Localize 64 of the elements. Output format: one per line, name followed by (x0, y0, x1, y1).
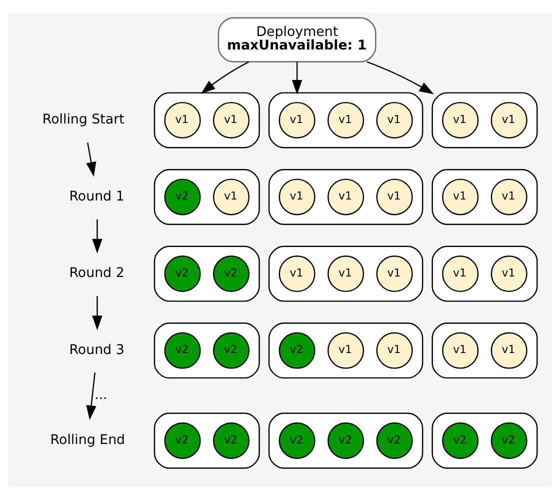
node-circle: v1 (278, 255, 316, 292)
cluster (268, 322, 424, 379)
node-circle: v1 (442, 332, 479, 369)
node-circle: v2 (328, 422, 364, 459)
node-circle: v2 (490, 422, 528, 459)
node-circle: v2 (212, 422, 250, 459)
cluster (268, 168, 424, 226)
cluster (432, 322, 538, 379)
node-circle: v1 (376, 332, 413, 369)
node-circle: v1 (328, 178, 364, 216)
cluster (268, 92, 424, 148)
node-circle: v1 (376, 102, 413, 138)
node-circle: v2 (442, 422, 479, 459)
node-circle: v1 (376, 255, 413, 292)
node-circle: v2 (164, 332, 201, 369)
node-circle: v1 (490, 178, 528, 216)
node-circle: v1 (442, 178, 479, 216)
node-circle: v1 (164, 102, 201, 138)
cluster (432, 246, 538, 302)
node-circle: v2 (164, 255, 201, 292)
cluster (268, 412, 424, 469)
node-circle: v2 (212, 255, 250, 292)
node-circle: v2 (164, 422, 201, 459)
arrow (292, 62, 302, 95)
node-text: Round 2 (69, 266, 124, 282)
node-circle: v1 (442, 255, 479, 292)
node-circle: v1 (278, 178, 316, 216)
node-circle: v2 (164, 178, 201, 216)
cluster (154, 322, 260, 379)
cluster (154, 412, 260, 469)
arrow (92, 219, 102, 254)
node-circle: v2 (278, 422, 316, 459)
arrow (200, 61, 250, 94)
node-circle: v1 (328, 332, 364, 369)
cluster (268, 246, 424, 302)
arrow (86, 372, 96, 420)
node-circle: v2 (376, 422, 413, 459)
node-text: Round 1 (69, 189, 124, 204)
node-circle: v1 (490, 255, 528, 292)
cluster (154, 168, 260, 226)
node-circle: v2 (212, 332, 250, 369)
node-text: Round 3 (69, 342, 124, 358)
node-text: Rolling Start (42, 112, 124, 128)
node-circle: v1 (490, 102, 528, 138)
node-circle: v1 (212, 178, 250, 216)
cluster (432, 412, 538, 469)
node-circle: v1 (212, 102, 250, 138)
arrow (92, 296, 102, 330)
cluster (154, 92, 260, 148)
cluster (432, 168, 538, 226)
cluster (154, 246, 260, 302)
cluster (432, 92, 538, 148)
node-circle: v1 (278, 102, 316, 138)
arrow (86, 142, 96, 177)
node-circle: v1 (490, 332, 528, 369)
node-circle: v1 (328, 255, 364, 292)
node-box: Deployment maxUnavailable: 1 (218, 17, 376, 62)
node-circle: v1 (442, 102, 479, 138)
edge-label: ... (94, 388, 108, 404)
arrow (366, 61, 434, 94)
node-circle: v2 (278, 332, 316, 369)
node-circle: v1 (328, 102, 364, 138)
node-circle: v1 (376, 178, 413, 216)
node-text: Rolling End (50, 433, 126, 448)
